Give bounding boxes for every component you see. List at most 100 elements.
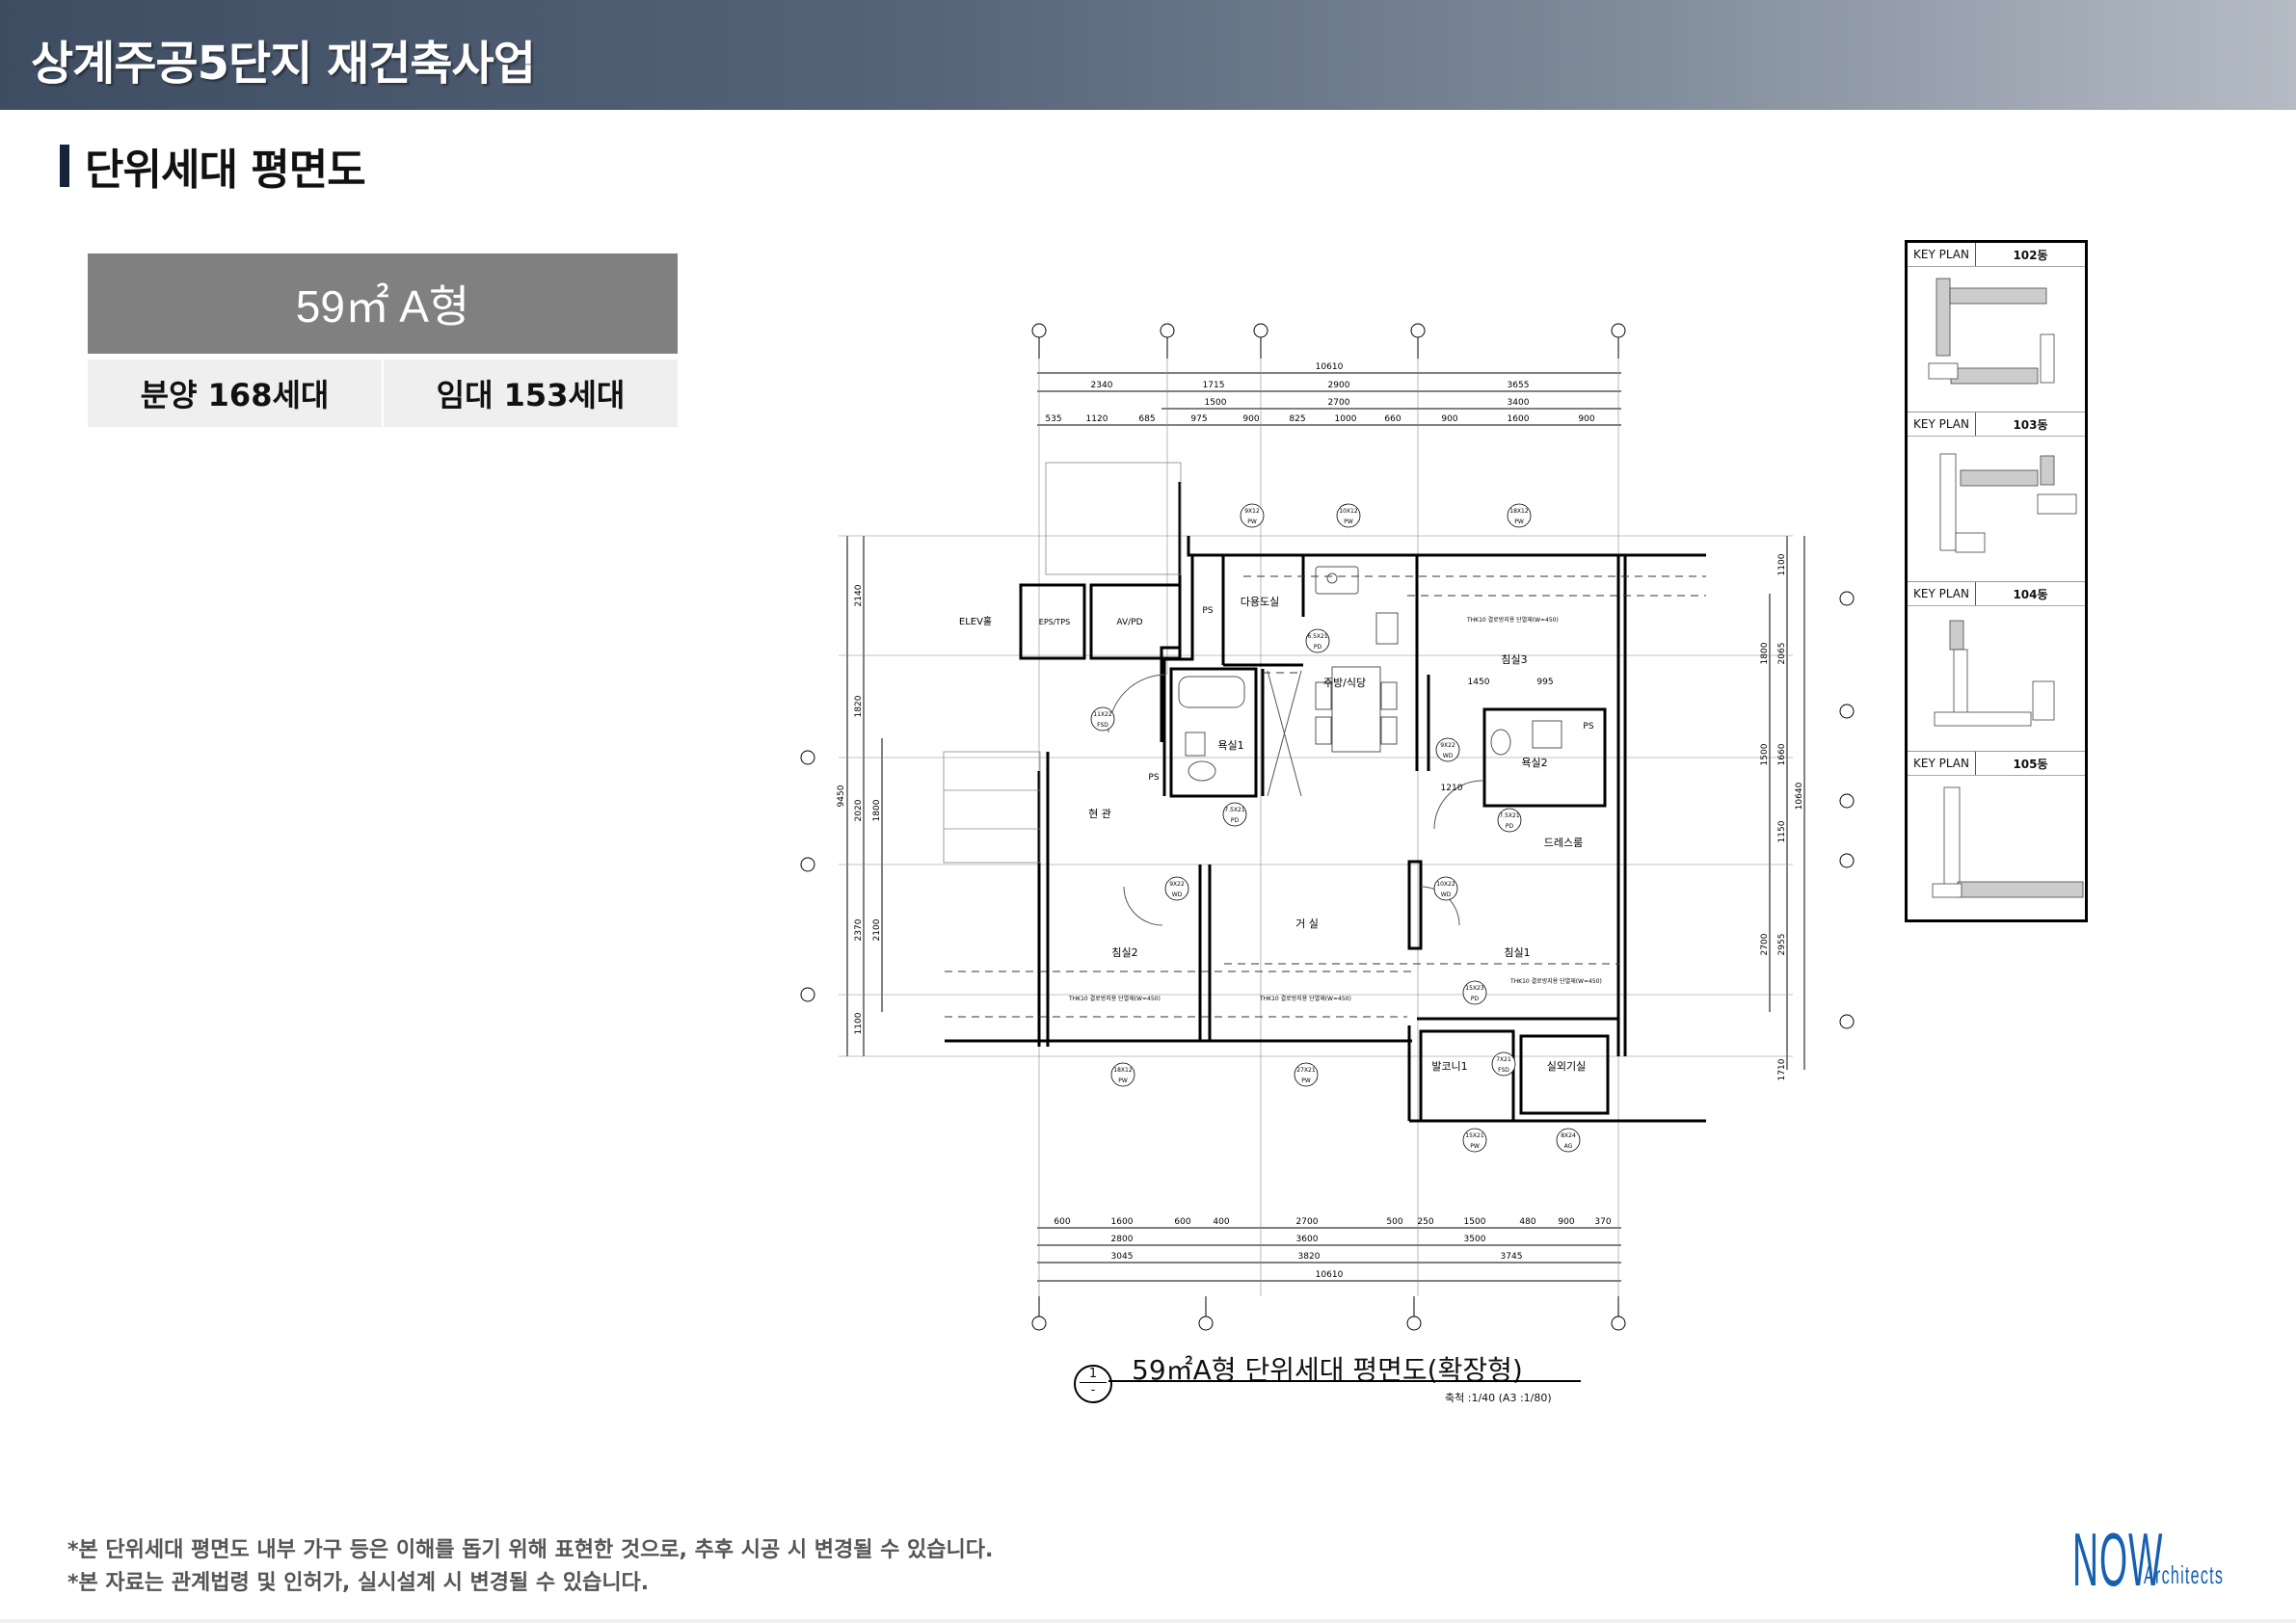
svg-text:15X23: 15X23 xyxy=(1465,985,1484,992)
svg-text:PS: PS xyxy=(1148,773,1159,783)
svg-text:주방/식당: 주방/식당 xyxy=(1323,677,1366,689)
svg-text:9X22: 9X22 xyxy=(1440,742,1455,749)
svg-text:침실3: 침실3 xyxy=(1501,653,1527,666)
svg-text:7X21: 7X21 xyxy=(1496,1056,1511,1063)
svg-text:1600: 1600 xyxy=(1111,1217,1134,1227)
svg-text:1600: 1600 xyxy=(1508,414,1530,424)
svg-text:600: 600 xyxy=(1174,1217,1190,1227)
key-plan-label: KEY PLAN xyxy=(1908,582,1976,605)
svg-text:2020: 2020 xyxy=(854,799,864,821)
logo-sub: Architects xyxy=(2144,1560,2225,1589)
svg-text:3600: 3600 xyxy=(1296,1235,1319,1244)
section-title: 단위세대 평면도 xyxy=(85,146,366,195)
svg-text:500: 500 xyxy=(1386,1217,1402,1227)
unit-count-row: 분양 168세대 임대 153세대 xyxy=(88,359,678,427)
grid-bubbles-left xyxy=(800,750,815,1002)
svg-text:15X21: 15X21 xyxy=(1465,1132,1484,1139)
svg-text:11X22: 11X22 xyxy=(1093,711,1112,718)
key-plan-building: 103동 xyxy=(2013,417,2048,432)
key-plan-building: 104동 xyxy=(2013,587,2048,601)
svg-text:1800: 1800 xyxy=(1760,642,1770,664)
section-heading: 단위세대 평면도 xyxy=(60,143,366,195)
svg-text:현 관: 현 관 xyxy=(1088,808,1111,820)
svg-text:1120: 1120 xyxy=(1086,414,1108,424)
drawing-title-block: 1- 59㎡A형 단위세대 평면도(확장형) 축척 :1/40 (A3 :1/8… xyxy=(1074,1349,1581,1407)
svg-text:PW: PW xyxy=(1247,519,1257,525)
key-plan-105: KEY PLAN 105동 xyxy=(1908,752,2085,920)
svg-text:THK10 결로방지용 단열재(W=450): THK10 결로방지용 단열재(W=450) xyxy=(1068,995,1161,1002)
svg-text:2100: 2100 xyxy=(872,918,882,941)
svg-text:실외기실: 실외기실 xyxy=(1547,1060,1586,1073)
svg-text:PD: PD xyxy=(1506,823,1514,830)
svg-text:995: 995 xyxy=(1536,678,1553,687)
key-plan-diagram xyxy=(1908,606,2085,751)
svg-text:9450: 9450 xyxy=(837,785,846,807)
svg-text:THK10 결로방지용 단열재(W=450): THK10 결로방지용 단열재(W=450) xyxy=(1259,995,1351,1002)
key-plan-104: KEY PLAN 104동 xyxy=(1908,582,2085,752)
svg-text:욕실1: 욕실1 xyxy=(1217,739,1243,752)
title-underline xyxy=(1108,1380,1581,1382)
svg-text:WD: WD xyxy=(1172,891,1183,898)
disclaimer-notes: *본 단위세대 평면도 내부 가구 등은 이해를 돕기 위해 표현한 것으로, … xyxy=(67,1534,993,1600)
svg-text:10640: 10640 xyxy=(1795,782,1804,810)
insulation-notes: THK10 결로방지용 단열재(W=450) THK10 결로방지용 단열재(W… xyxy=(1068,616,1602,1002)
key-plan-label: KEY PLAN xyxy=(1908,752,1976,775)
key-plan-building: 105동 xyxy=(2013,757,2048,771)
svg-text:WD: WD xyxy=(1443,753,1454,759)
svg-text:480: 480 xyxy=(1519,1217,1535,1227)
svg-text:1715: 1715 xyxy=(1203,381,1225,390)
key-plan-diagram xyxy=(1908,776,2085,920)
svg-text:1800: 1800 xyxy=(872,799,882,821)
svg-text:2900: 2900 xyxy=(1328,381,1350,390)
svg-text:2700: 2700 xyxy=(1328,398,1350,408)
svg-text:600: 600 xyxy=(1054,1217,1070,1227)
svg-text:10X22: 10X22 xyxy=(1436,881,1455,888)
svg-text:370: 370 xyxy=(1594,1217,1611,1227)
svg-text:975: 975 xyxy=(1190,414,1207,424)
svg-text:10X12: 10X12 xyxy=(1339,508,1358,515)
drawing-title: 59㎡A형 단위세대 평면도(확장형) xyxy=(1132,1354,1523,1386)
svg-text:7.5X21: 7.5X21 xyxy=(1224,807,1244,813)
svg-text:900: 900 xyxy=(1242,414,1259,424)
svg-text:10610: 10610 xyxy=(1316,362,1344,372)
svg-text:3820: 3820 xyxy=(1298,1252,1321,1262)
svg-text:1210: 1210 xyxy=(1441,784,1463,793)
svg-text:660: 660 xyxy=(1384,414,1401,424)
room-labels: ELEV홀 EPS/TPS AV/PD PS 다용도실 주방/식당 욕실1 PS… xyxy=(959,596,1594,1073)
svg-text:다용도실: 다용도실 xyxy=(1241,596,1279,608)
svg-text:EPS/TPS: EPS/TPS xyxy=(1039,618,1070,626)
dashed-lines xyxy=(945,575,1706,1018)
svg-text:AV/PD: AV/PD xyxy=(1116,618,1142,627)
svg-text:PW: PW xyxy=(1118,1078,1128,1084)
page-header: 상계주공5단지 재건축사업 xyxy=(0,0,2296,110)
drawing-number-bubble: 1- xyxy=(1074,1365,1112,1403)
dimension-labels: 10610 2340 1715 2900 3655 1500 2700 3400… xyxy=(1045,362,1611,1280)
project-title: 상계주공5단지 재건축사업 xyxy=(31,37,536,91)
svg-text:2955: 2955 xyxy=(1777,934,1787,956)
svg-text:PW: PW xyxy=(1514,519,1524,525)
svg-text:2700: 2700 xyxy=(1760,933,1770,955)
svg-text:1820: 1820 xyxy=(854,695,864,717)
key-plan-building: 102동 xyxy=(2013,248,2048,262)
svg-text:2370: 2370 xyxy=(854,918,864,941)
svg-text:1500: 1500 xyxy=(1760,743,1770,765)
svg-text:2340: 2340 xyxy=(1091,381,1113,390)
vertical-dimension-labels: 9450 2140 1820 2020 2370 1100 1800 2100 … xyxy=(837,553,1804,1080)
svg-text:9X22: 9X22 xyxy=(1169,881,1185,888)
svg-text:8X24: 8X24 xyxy=(1561,1132,1576,1139)
svg-text:FSD: FSD xyxy=(1498,1067,1509,1074)
svg-text:7.5X21: 7.5X21 xyxy=(1499,812,1519,819)
key-plan-label: KEY PLAN xyxy=(1908,412,1976,436)
note-line: *본 자료는 관계법령 및 인허가, 실시설계 시 변경될 수 있습니다. xyxy=(67,1571,650,1595)
key-plan-103: KEY PLAN 103동 xyxy=(1908,412,2085,582)
svg-text:AG: AG xyxy=(1564,1143,1573,1150)
svg-text:3045: 3045 xyxy=(1111,1252,1134,1262)
svg-text:3400: 3400 xyxy=(1508,398,1530,408)
grid-bubbles-right xyxy=(1839,591,1855,1029)
svg-text:PS: PS xyxy=(1202,606,1213,616)
drawing-scale: 축척 :1/40 (A3 :1/80) xyxy=(1445,1392,1552,1404)
svg-text:PD: PD xyxy=(1231,817,1240,824)
